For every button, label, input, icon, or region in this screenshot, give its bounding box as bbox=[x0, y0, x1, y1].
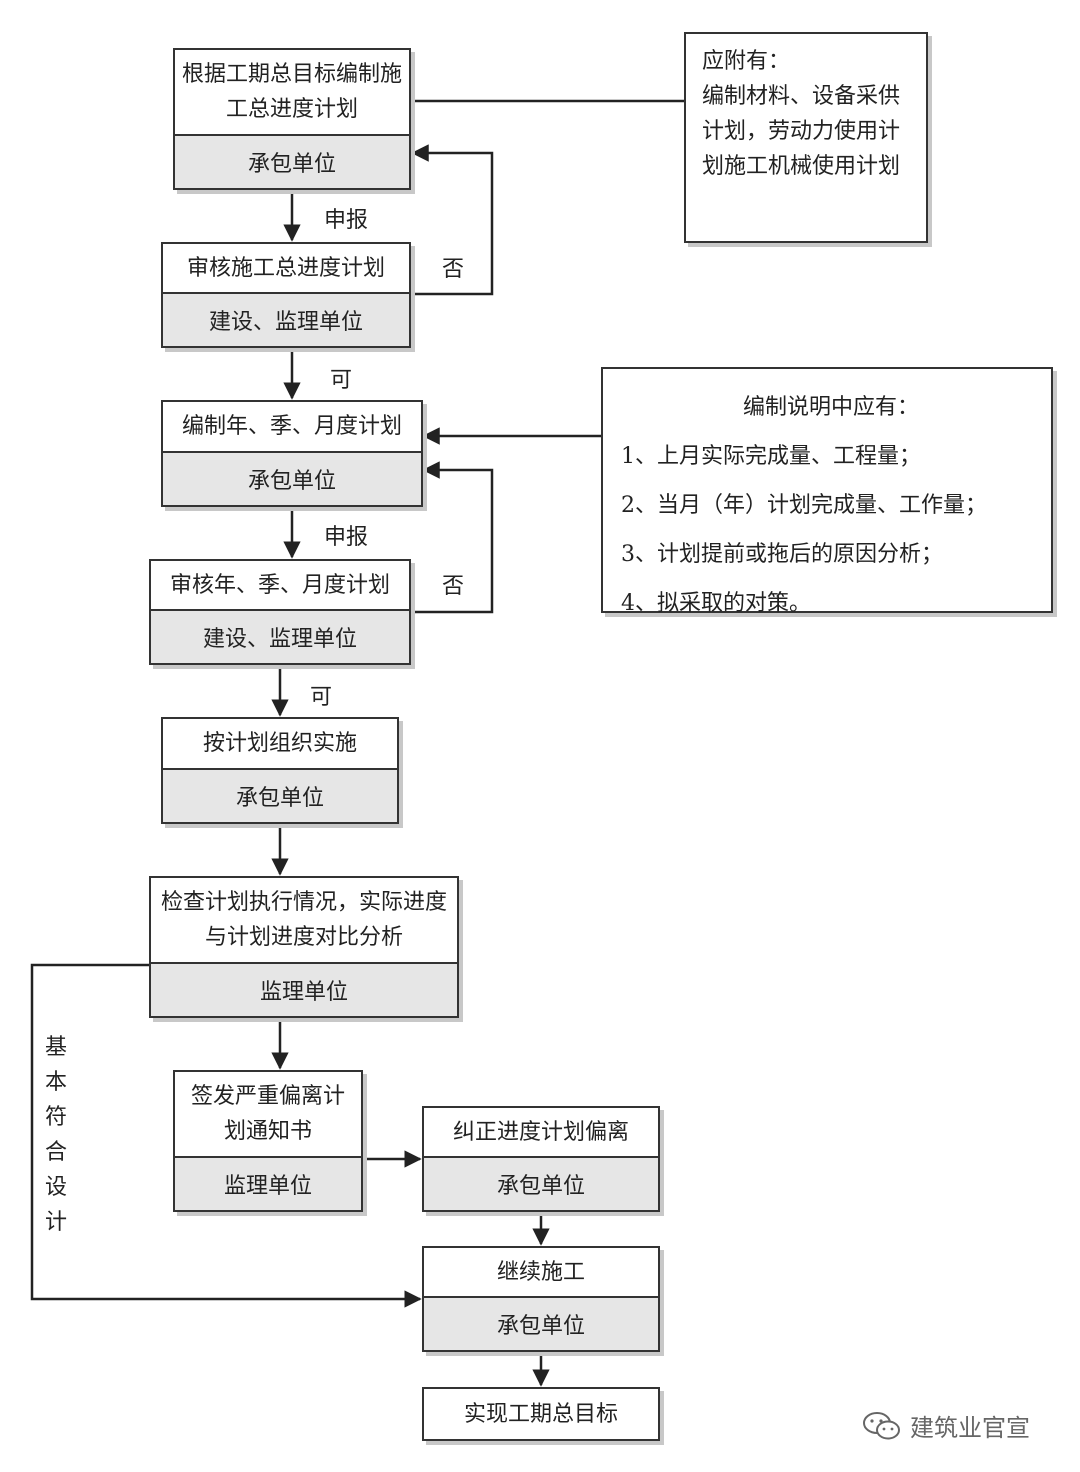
note-body: 编制材料、设备采供计划，劳动力使用计划施工机械使用计划 bbox=[702, 84, 901, 179]
flow-box-continue: 继续施工 承包单位 bbox=[422, 1246, 660, 1352]
flow-box-review-periodic-plan: 审核年、季、月度计划 建设、监理单位 bbox=[149, 559, 411, 665]
label-approve-2: 可 bbox=[310, 685, 333, 710]
note-item: 2、当月（年）计划完成量、工作量； bbox=[621, 493, 987, 518]
label-char: 符 bbox=[44, 1105, 67, 1130]
note-item: 4、拟采取的对策。 bbox=[621, 591, 811, 616]
label-report-2: 申报 bbox=[324, 525, 369, 550]
box-owner: 监理单位 bbox=[151, 962, 457, 1016]
flow-box-total-plan: 根据工期总目标编制施工总进度计划 承包单位 bbox=[173, 48, 411, 190]
box-title: 纠正进度计划偏离 bbox=[452, 1119, 629, 1145]
label-char: 基 bbox=[44, 1035, 67, 1060]
note-attachments: 应附有： 编制材料、设备采供计划，劳动力使用计划施工机械使用计划 bbox=[684, 32, 928, 243]
label-char: 计 bbox=[44, 1210, 67, 1235]
box-title: 签发严重偏离计划通知书 bbox=[190, 1084, 345, 1144]
flow-box-final-goal: 实现工期总目标 bbox=[422, 1387, 660, 1441]
box-owner: 承包单位 bbox=[175, 134, 409, 188]
box-owner: 建设、监理单位 bbox=[151, 609, 409, 663]
label-char: 本 bbox=[44, 1070, 67, 1095]
label-basic-conform: 基本符合设计 bbox=[43, 1030, 69, 1240]
flow-box-check-progress: 检查计划执行情况，实际进度与计划进度对比分析 监理单位 bbox=[149, 876, 459, 1018]
box-title: 实现工期总目标 bbox=[463, 1401, 618, 1427]
box-title: 审核施工总进度计划 bbox=[186, 255, 385, 281]
flow-box-correct-deviation: 纠正进度计划偏离 承包单位 bbox=[422, 1106, 660, 1212]
label-reject-2: 否 bbox=[442, 574, 465, 599]
box-owner: 监理单位 bbox=[175, 1156, 361, 1210]
arrow-b4-b3-reject bbox=[410, 461, 494, 614]
watermark: 建筑业官宣 bbox=[862, 1408, 1030, 1443]
box-owner: 建设、监理单位 bbox=[163, 292, 409, 346]
note-item: 1、上月实际完成量、工程量； bbox=[621, 444, 921, 469]
note-title: 编制说明中应有： bbox=[742, 395, 919, 420]
box-title: 编制年、季、月度计划 bbox=[181, 414, 402, 439]
note-plan-description: 编制说明中应有： 1、上月实际完成量、工程量； 2、当月（年）计划完成量、工作量… bbox=[601, 367, 1053, 616]
box-owner: 承包单位 bbox=[163, 768, 397, 822]
flow-box-review-total-plan: 审核施工总进度计划 建设、监理单位 bbox=[161, 242, 411, 348]
box-owner: 承包单位 bbox=[424, 1296, 658, 1350]
label-char: 合 bbox=[44, 1140, 67, 1165]
box-title: 根据工期总目标编制施工总进度计划 bbox=[181, 62, 402, 122]
label-report-1: 申报 bbox=[324, 208, 369, 233]
box-title: 继续施工 bbox=[496, 1259, 585, 1285]
watermark-text: 建筑业官宣 bbox=[910, 1414, 1030, 1442]
box-title: 按计划组织实施 bbox=[202, 731, 357, 756]
arrow-b6-b9-basic bbox=[30, 963, 422, 1308]
arrow-b2-b1-reject bbox=[410, 144, 494, 296]
note-title: 应附有： bbox=[702, 49, 791, 74]
box-owner: 承包单位 bbox=[163, 451, 421, 505]
wechat-icon bbox=[863, 1411, 900, 1439]
flow-box-issue-notice: 签发严重偏离计划通知书 监理单位 bbox=[173, 1070, 363, 1212]
box-owner: 承包单位 bbox=[424, 1156, 658, 1210]
box-title: 审核年、季、月度计划 bbox=[169, 572, 390, 598]
label-approve-1: 可 bbox=[330, 368, 353, 393]
flow-box-periodic-plan: 编制年、季、月度计划 承包单位 bbox=[161, 400, 423, 507]
note-item: 3、计划提前或拖后的原因分析； bbox=[621, 542, 943, 567]
flow-box-implement: 按计划组织实施 承包单位 bbox=[161, 717, 399, 824]
box-title: 检查计划执行情况，实际进度与计划进度对比分析 bbox=[160, 890, 447, 950]
label-reject-1: 否 bbox=[442, 257, 465, 282]
label-char: 设 bbox=[44, 1175, 67, 1200]
